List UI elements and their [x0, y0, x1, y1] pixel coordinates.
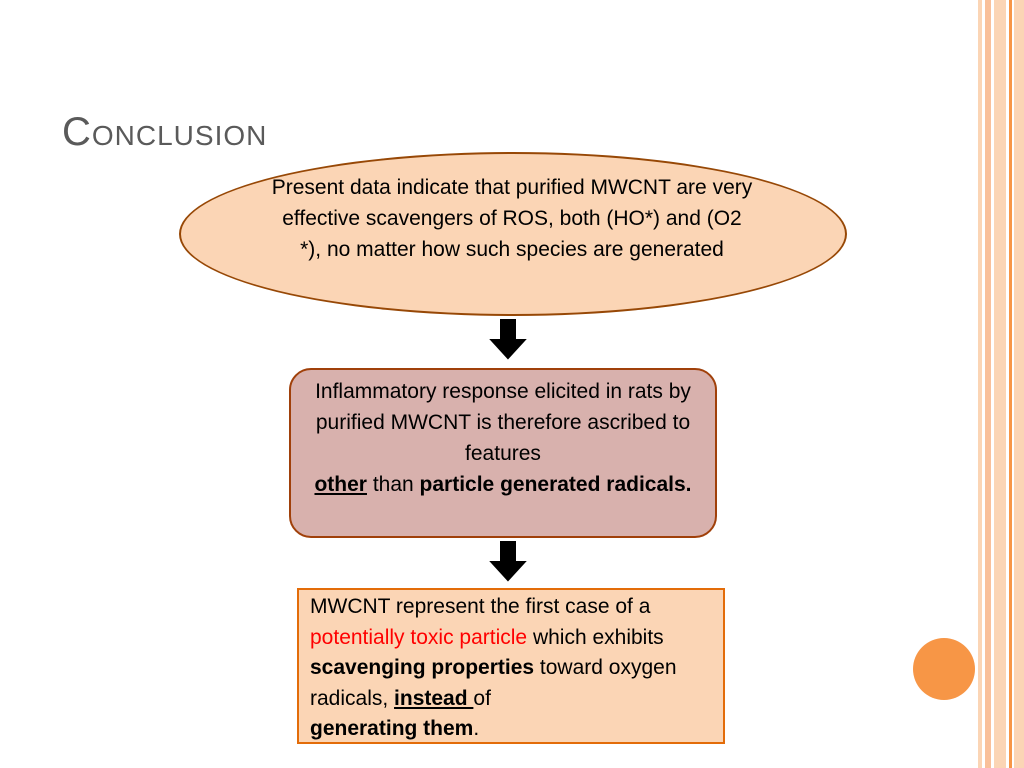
ellipse-node-text: Present data indicate that purified MWCN…: [271, 176, 753, 261]
bottom-text-part: MWCNT represent the first case of a: [310, 595, 651, 618]
bottom-box-node: [297, 588, 725, 744]
bottom-text-part: .: [473, 717, 480, 740]
bottom-text-part: of: [473, 686, 491, 710]
ellipse-node: [179, 152, 847, 316]
decorative-circle-icon: [913, 638, 975, 700]
side-stripe-5: [1014, 0, 1024, 768]
instead-text: instead: [394, 686, 474, 710]
down-arrow-icon: [486, 540, 530, 584]
bottom-text-part: which exhibits: [527, 625, 664, 649]
bottom-text-part: toward oxygen radicals,: [310, 656, 677, 710]
middle-box-text: Inflammatory response elicited in rats b…: [298, 376, 708, 500]
middle-box-than: than: [366, 473, 420, 496]
side-stripe-2: [985, 0, 991, 768]
middle-box-node: [289, 368, 717, 538]
down-arrow-icon: [486, 318, 530, 362]
bold-text: scavenging properties: [310, 656, 535, 679]
slide-title: Conclusion: [62, 110, 268, 154]
bold-text: generating them: [310, 717, 474, 740]
middle-box-other: other: [314, 473, 367, 496]
middle-box-bold: particle generated radicals.: [419, 473, 692, 496]
side-stripe-1: [978, 0, 982, 768]
side-stripe-4: [1009, 0, 1012, 768]
side-stripe-3: [994, 0, 1006, 768]
middle-box-line: Inflammatory response elicited in rats b…: [315, 380, 691, 465]
bottom-box-text: MWCNT represent the first case of a pote…: [310, 592, 720, 745]
red-highlight-text: potentially toxic particle: [310, 625, 528, 649]
